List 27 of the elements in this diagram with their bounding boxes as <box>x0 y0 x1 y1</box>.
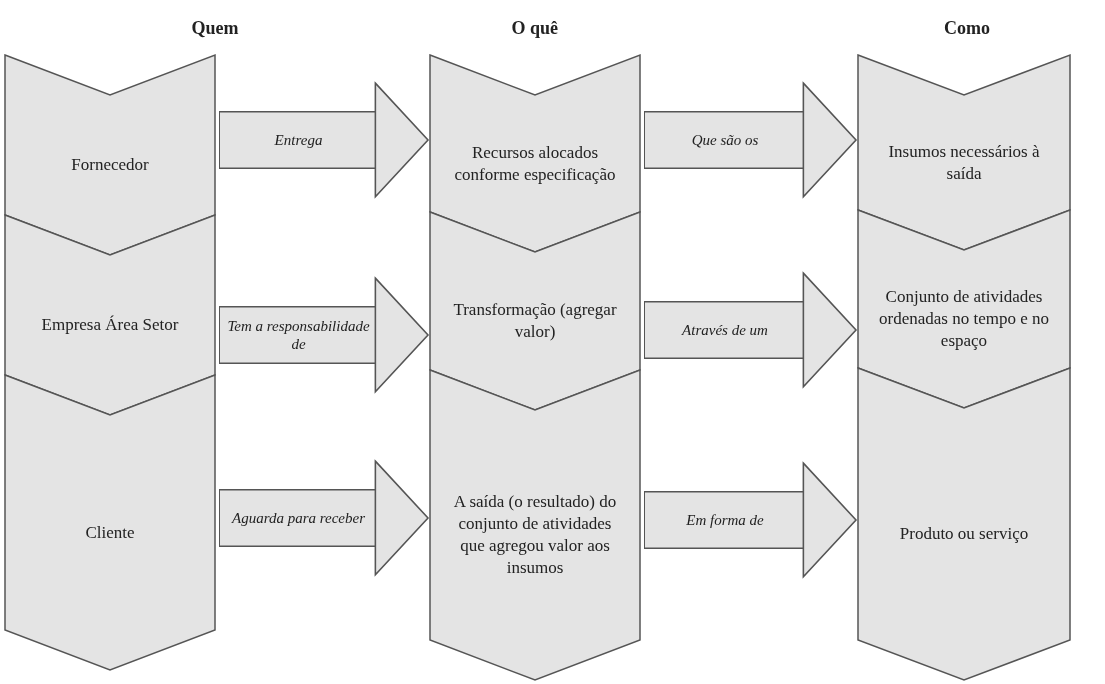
chevron-text: Cliente <box>85 521 135 544</box>
chevron-text: Conjunto de atividades ordenadas no tempo e no espaço <box>878 286 1050 352</box>
chevron-segment <box>858 210 1070 408</box>
chevron-segment <box>430 212 640 410</box>
edge-label: Que são os <box>690 131 760 149</box>
chevron-segment <box>858 368 1070 680</box>
chevron-text: Recursos alocados conforme especificação <box>453 141 617 186</box>
edge-label: Entrega <box>273 131 324 149</box>
edge-label: Aguarda para receber <box>230 509 366 527</box>
column-heading: Quem <box>191 18 239 39</box>
chevron-text: Insumos necessários à saída <box>887 140 1041 185</box>
chevron-segment <box>5 375 215 670</box>
chevron-segment <box>5 215 215 415</box>
edge-label: Através de um <box>680 321 769 339</box>
chevron-text: Empresa Área Setor <box>41 314 179 336</box>
column-heading: Como <box>944 18 990 39</box>
column-heading: O quê <box>511 18 558 39</box>
chevron-text: Transformação (agregar valor) <box>452 299 618 343</box>
edge-label: Tem a responsabilidade de <box>226 317 371 353</box>
chevron-segment <box>430 55 640 252</box>
chevron-text: A saída (o resultado) do conjunto de atividades que agregou valor aos insumos <box>452 491 618 579</box>
edge-label: Em forma de <box>685 511 765 529</box>
chevron-segment <box>5 55 215 255</box>
chevron-segment <box>858 55 1070 250</box>
chevron-segment <box>430 370 640 680</box>
chevron-text: Produto ou serviço <box>899 523 1029 545</box>
chevron-text: Fornecedor <box>71 154 149 176</box>
